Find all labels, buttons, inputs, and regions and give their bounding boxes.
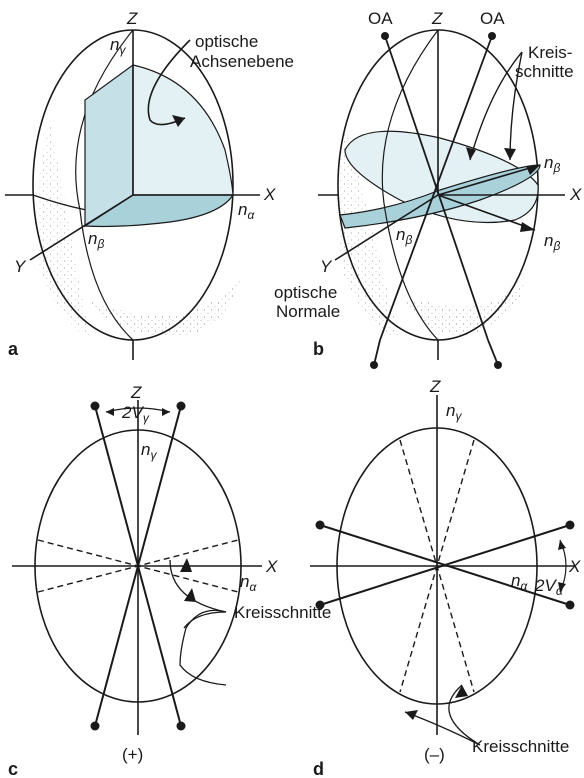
plane-back-a [132,64,234,196]
axis-z-label-c: Z [130,383,142,402]
oa-point-tl-b [381,32,389,40]
panel-letter-c: c [8,759,18,778]
panel-d: Z X nγ nα 2Vα Kreisschnitte (–) d [310,377,581,778]
n-beta-axis-2-b [437,194,536,231]
axis-x-label-b: X [569,185,582,204]
axis-y-label-b: Y [320,257,333,276]
n-beta-label-center-b: nβ [396,225,412,247]
circ-arrowhead-1-d [455,685,468,698]
circ-arrowhead-2-c [184,588,196,602]
oa-point-br-c [176,721,186,731]
oa-point-tr-c [176,401,186,411]
n-beta-label-top-b: nβ [544,153,560,175]
angle-arrow-left-c [106,408,114,416]
oa-point-br-d [565,600,575,610]
n-beta-a: nβ [88,229,104,251]
y-axis-a [29,194,134,261]
panel-letter-a: a [8,339,19,359]
panel-b: OA OA Z X Y Kreis- schnitte nβ nβ nβ opt… [274,9,582,369]
circ-arrowhead-1-b [466,147,476,160]
circ-arrowhead-2-d [405,710,418,720]
optic-axis-1-ext-b [487,339,499,366]
panel-letter-b: b [313,339,324,359]
optic-axis-2-b [379,35,493,341]
circ-label-2-b: schnitte [515,62,574,81]
circular-section-2-d [399,439,475,693]
circular-section-2-c [37,539,239,593]
shading-bottom-a [85,280,240,337]
arrowhead-1-b [526,165,540,175]
angle-arrow-right-c [162,408,170,416]
oa-label-left-b: OA [368,9,393,28]
arrowhead-2-b [520,222,535,232]
n-gamma-d: nγ [446,401,462,423]
panel-letter-d: d [313,759,324,778]
axis-z-label-b: Z [431,9,443,28]
circ-pointer-main-c [169,559,227,613]
angle-label-c: 2Vγ [121,403,150,425]
circ-label-c: Kreisschnitte [234,603,331,622]
shading-left-b [337,120,400,340]
axis-x-label-a: X [263,185,276,204]
oa-point-tr-b [488,32,496,40]
pointer-arrowhead-a [172,115,185,127]
circ-pointer-1-c [179,609,227,686]
oa-label-right-b: OA [480,9,505,28]
n-gamma-c: nγ [141,440,157,462]
axis-y-label-a: Y [14,257,27,276]
circ-pointer-2-d [404,711,481,746]
circ-pointer-1-d [448,684,481,746]
n-beta-label-right-b: nβ [544,231,560,253]
n-gamma-a: nγ [110,35,126,57]
oa-point-tl-d [315,520,325,530]
n-alpha-d: nα [511,571,528,593]
angle-arrow-top-d [558,540,566,550]
meridian-a [75,29,134,341]
sign-label-c: (+) [122,745,143,764]
n-alpha-c: nα [240,572,257,594]
circular-section-1-b [344,130,539,224]
optic-axis-2-ext-b [373,339,381,366]
panel-a: Z X Y nγ nα nβ optische Achsenebene a [5,9,294,360]
circ-pointer-2-c [183,611,227,629]
circ-label-1-b: Kreis- [528,43,572,62]
axis-z-label-d: Z [429,377,441,396]
n-beta-axis-1-b [437,164,541,196]
plane-pointer-a [147,39,191,126]
n-alpha-a: nα [238,200,255,222]
oa-point-tr-d [565,520,575,530]
shading-left-a [36,120,90,340]
shading-bottom-b [400,280,530,336]
sign-label-d: (–) [424,745,445,764]
normal-label-2-b: Normale [276,302,340,321]
circ-arrowhead-1-c [180,558,192,572]
axis-x-label-d: X [568,557,581,576]
oa-point-bl-c [90,721,100,731]
optic-plane-label-2-a: Achsenebene [190,52,294,71]
axis-z-label-a: Z [126,9,138,28]
oa-point-br-b [494,361,502,369]
normal-label-1-b: optische [274,283,337,302]
optic-plane-label-1-a: optische [195,32,258,51]
optic-axis-2-d [319,524,571,606]
circ-pointer-1-b [469,51,523,161]
angle-label-d: 2Vα [534,576,564,598]
oa-point-tl-c [90,401,100,411]
circ-arrowhead-2-b [504,148,516,160]
circ-label-d: Kreisschnitte [472,737,569,756]
oa-point-bl-d [315,600,325,610]
y-axis-b [334,194,439,261]
axis-x-label-c: X [265,557,278,576]
meridian-b [381,29,439,341]
oa-point-bl-b [370,361,378,369]
panel-c: Z X 2Vγ nγ nα Kreisschnitte (+) c [8,383,331,778]
angle-arrow-bottom-d [558,582,566,592]
